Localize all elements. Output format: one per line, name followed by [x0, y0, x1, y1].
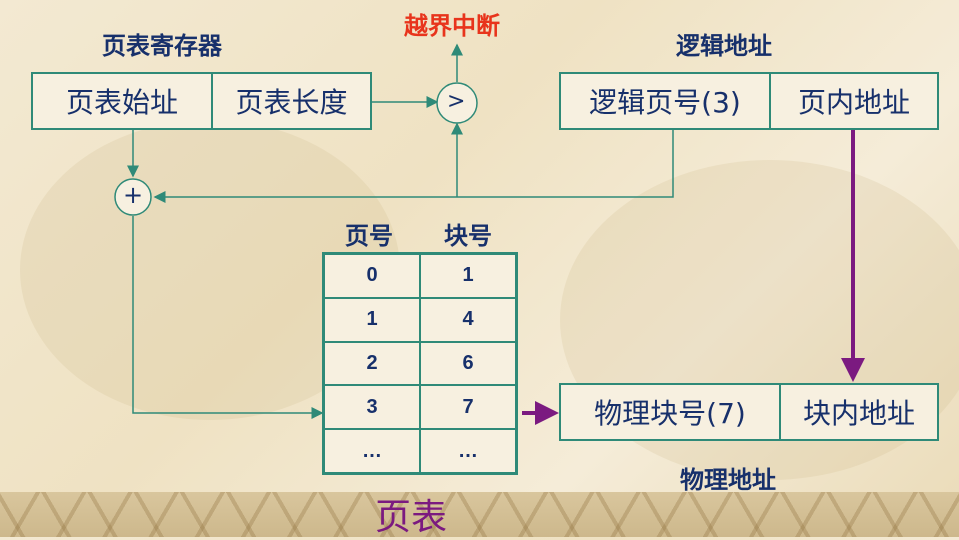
comparator-symbol: >	[447, 89, 466, 114]
block-cell: 7	[419, 384, 518, 430]
logical-address-label: 逻辑地址	[676, 32, 772, 60]
block-cell: …	[419, 428, 518, 475]
block-cell: 6	[419, 340, 518, 387]
table-row: 1 4	[322, 296, 518, 343]
page-offset: 页内地址	[769, 74, 937, 128]
block-number-header: 块号	[444, 222, 492, 250]
logical-address-box: 逻辑页号(3) 页内地址	[559, 72, 939, 130]
physical-block-number: 物理块号(7)	[594, 397, 746, 430]
page-cell: 0	[322, 252, 421, 299]
table-row: 3 7	[322, 384, 518, 430]
block-cell: 1	[419, 252, 518, 299]
adder-circle	[114, 178, 152, 216]
block-offset: 块内地址	[779, 385, 937, 439]
page-number-to-adder-line	[153, 130, 674, 203]
block-cell: 4	[419, 296, 518, 343]
page-cell: 2	[322, 340, 421, 387]
decorative-border	[0, 492, 959, 537]
page-cell: 3	[322, 384, 421, 430]
physical-address-label: 物理地址	[680, 466, 776, 494]
table-row: … …	[322, 428, 518, 475]
table-row: 2 6	[322, 340, 518, 387]
page-table-length: 页表长度	[211, 74, 370, 128]
page-number-header: 页号	[345, 222, 393, 250]
page-table-start-address: 页表始址	[65, 86, 178, 119]
page-table-title: 页表	[375, 497, 448, 538]
adder-symbol: +	[123, 181, 144, 209]
logical-page-number: 逻辑页号(3)	[589, 86, 741, 119]
page-table-register: 页表始址 页表长度	[31, 72, 372, 130]
out-of-bounds-interrupt-label: 越界中断	[404, 12, 500, 40]
page-table-register-label: 页表寄存器	[102, 32, 222, 60]
page-table: 0 1 1 4 2 6 3 7 … …	[322, 252, 518, 475]
page-cell: 1	[322, 296, 421, 343]
adder-to-page-table-line	[132, 216, 324, 419]
physical-address-box: 物理块号(7) 块内地址	[559, 383, 939, 441]
page-cell: …	[322, 428, 421, 475]
table-row: 0 1	[322, 252, 518, 299]
comparator-circle	[436, 82, 478, 124]
